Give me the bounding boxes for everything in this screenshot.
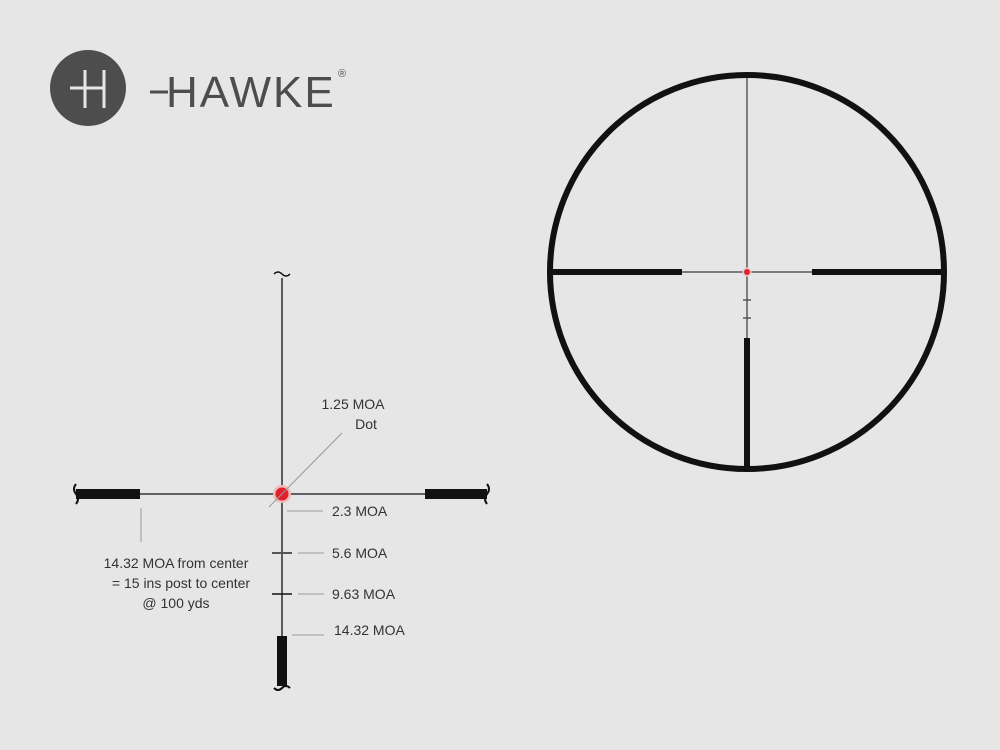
reticle-detail: 1.25 MOA Dot 2.3 MOA 5.6 MOA 9.63 MOA 14… bbox=[73, 271, 490, 691]
hawke-logo: HAWKE ® bbox=[50, 50, 346, 126]
scope-left-post bbox=[550, 269, 682, 275]
post-label-1: 14.32 MOA from center bbox=[104, 555, 249, 571]
dot-label-1: 1.25 MOA bbox=[321, 396, 385, 412]
left-break-icon bbox=[73, 483, 79, 505]
post-label-3: @ 100 yds bbox=[142, 595, 209, 611]
top-break-icon bbox=[273, 271, 291, 277]
bottom-break-icon bbox=[273, 685, 291, 691]
scope-right-post bbox=[812, 269, 944, 275]
mark-label-14-32: 14.32 MOA bbox=[334, 622, 405, 638]
left-post bbox=[76, 489, 140, 499]
bottom-post bbox=[277, 636, 287, 686]
logo-crosshair-icon bbox=[70, 70, 106, 108]
mark-label-2-3: 2.3 MOA bbox=[332, 503, 388, 519]
leader-lines bbox=[140, 432, 343, 636]
mark-label-9-63: 9.63 MOA bbox=[332, 586, 396, 602]
right-post bbox=[425, 489, 487, 499]
right-break-icon bbox=[484, 483, 490, 505]
scope-red-dot bbox=[744, 269, 750, 275]
logo-text: HAWKE bbox=[166, 68, 336, 117]
scope-view bbox=[547, 72, 947, 472]
scope-bottom-post bbox=[744, 338, 750, 469]
dot-label-2: Dot bbox=[355, 416, 377, 432]
post-label-2: = 15 ins post to center bbox=[112, 575, 250, 591]
mark-label-5-6: 5.6 MOA bbox=[332, 545, 388, 561]
registered-mark: ® bbox=[338, 68, 346, 80]
